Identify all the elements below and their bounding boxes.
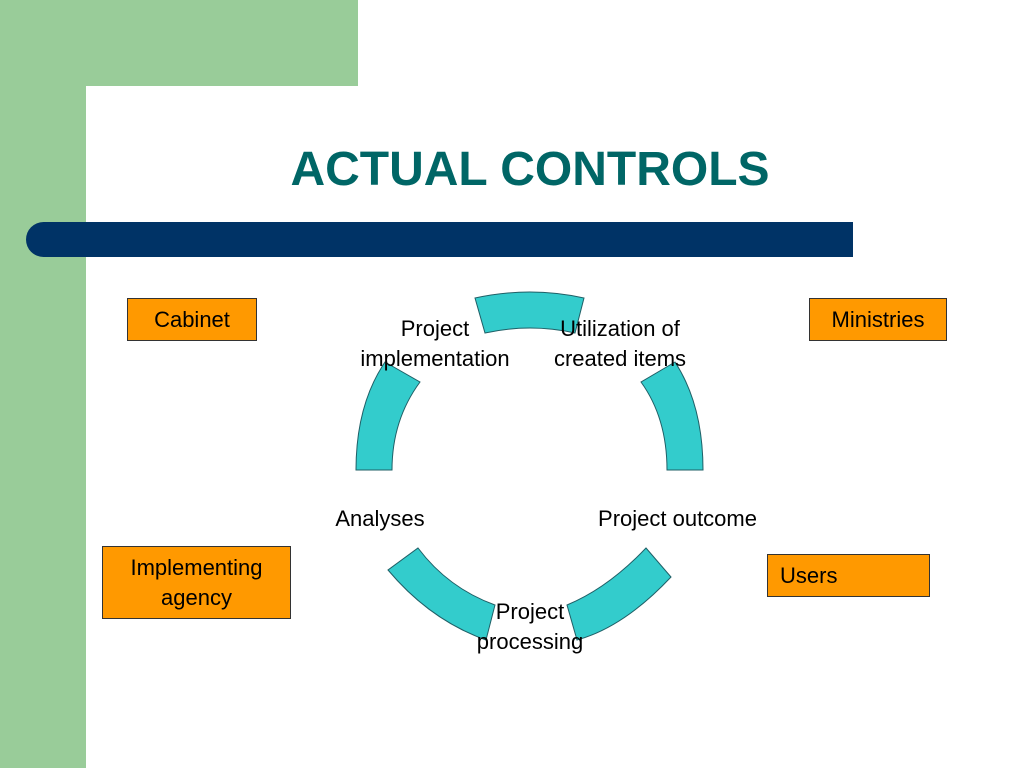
step-utilization-of-created-items: Utilization of created items: [553, 316, 687, 371]
implementing-agency-line-1: Implementing: [130, 555, 263, 580]
step-project-processing: Project processing: [476, 599, 584, 654]
cycle-arc-bottom-right: [566, 547, 672, 641]
cycle-arc-right: [640, 361, 704, 471]
step-analyses: Analyses: [335, 506, 425, 531]
left-frame-band: [0, 0, 86, 768]
users-box: Users: [767, 554, 930, 597]
implementing-agency-box: Implementing agency: [102, 546, 291, 619]
slide-panel: [86, 86, 1024, 768]
cycle-arc-left: [355, 361, 421, 471]
ministries-box: Ministries: [809, 298, 947, 341]
top-frame-band: [0, 0, 358, 86]
cycle-arc-bottom-left: [387, 547, 496, 641]
slide-title: ACTUAL CONTROLS: [290, 143, 770, 196]
title-underline-bar: [26, 222, 853, 257]
step-project-implementation: Project implementation: [360, 316, 510, 371]
implementing-agency-line-2: agency: [161, 585, 232, 610]
cabinet-box: Cabinet: [127, 298, 257, 341]
cycle-arc-top: [474, 291, 585, 334]
step-project-outcome: Project outcome: [598, 506, 757, 531]
